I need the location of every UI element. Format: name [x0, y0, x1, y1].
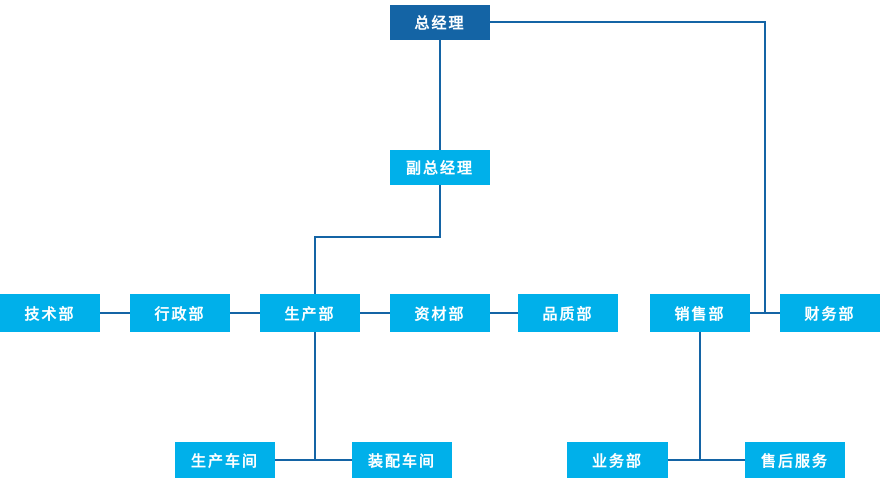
connector-deputy-down — [439, 185, 441, 237]
node-quality-dept: 品质部 — [518, 294, 618, 332]
connector-materials-quality — [490, 312, 518, 314]
connector-gm-right-horizontal — [490, 21, 766, 23]
connector-elbow-to-production — [314, 236, 316, 294]
connector-business-aftersales-horizontal — [668, 459, 745, 461]
connector-sales-down — [699, 332, 701, 460]
node-sales-dept: 销售部 — [650, 294, 750, 332]
node-admin-dept: 行政部 — [130, 294, 230, 332]
connector-deputy-elbow-horizontal — [314, 236, 441, 238]
connector-sales-finance — [750, 312, 780, 314]
connector-workshops-horizontal — [275, 459, 352, 461]
connector-admin-production — [230, 312, 260, 314]
connector-gm-to-deputy — [439, 40, 441, 150]
node-materials-dept: 资材部 — [390, 294, 490, 332]
connector-production-materials — [360, 312, 390, 314]
node-technology-dept: 技术部 — [0, 294, 100, 332]
node-general-manager: 总经理 — [390, 5, 490, 40]
connector-tech-admin — [100, 312, 130, 314]
node-production-workshop: 生产车间 — [175, 442, 275, 478]
node-production-dept: 生产部 — [260, 294, 360, 332]
connector-production-down — [314, 332, 316, 460]
connector-gm-right-vertical — [764, 21, 766, 313]
node-business-dept: 业务部 — [567, 442, 668, 478]
node-after-sales-service: 售后服务 — [745, 442, 845, 478]
node-finance-dept: 财务部 — [780, 294, 880, 332]
node-deputy-general-manager: 副总经理 — [390, 150, 490, 185]
node-assembly-workshop: 装配车间 — [352, 442, 452, 478]
